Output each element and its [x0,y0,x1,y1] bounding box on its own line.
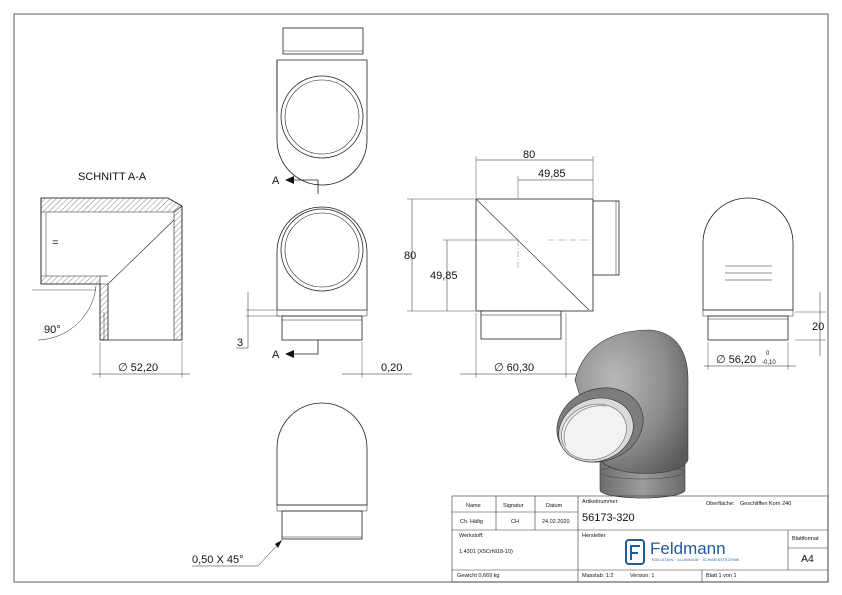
tb-header-name: Name [466,503,481,509]
dim-width-80: 80 [523,149,535,161]
tb-brand-name: Feldmann [650,539,726,558]
tb-value-werkstoff: 1.4301 (X5CrNi18-10) [459,549,513,555]
tb-brand-tagline: EDELSTAHL · ALUMINIUM · SCHWEISSTECHNIK [652,558,740,562]
section-outline [40,197,183,341]
section-wall-bottom [40,275,101,285]
isometric-render [556,329,689,499]
dim-dia-562: ∅ 56,20 [716,354,756,366]
dim-gap-020: 0,20 [381,362,402,374]
front-view: A A 3 0,20 [236,175,412,378]
dim-dia-603: ∅ 60,30 [494,362,534,374]
tb-value-artikel: 56173-320 [582,512,635,524]
side-view: 80 49,85 80 49,85 ∅ 60,30 [404,149,620,378]
cut-label-bottom: A [272,349,280,361]
tb-value-blattformat: A4 [801,553,814,565]
dim-width-4985: 49,85 [538,168,566,180]
title-block-grid [451,495,829,583]
feldmann-logo-icon [625,539,645,565]
tb-label-hersteller: Hersteller [582,533,606,539]
tb-value-oberflaeche: Geschliffen Korn 240 [740,501,792,507]
dim-height-80: 80 [404,250,416,262]
section-title: SCHNITT A-A [78,171,147,183]
section-wall-top [40,197,183,213]
tb-value-name: Ch. Häfig [460,519,483,525]
tb-value-signatur: CH [511,519,519,525]
section-wall-right [173,205,183,341]
bottom-view: 0,50 X 45° [192,402,368,567]
cut-label-top: A [272,175,280,187]
dim-chamfer: 0,50 X 45° [192,554,244,566]
dim-20: 20 [812,321,824,333]
tb-gewicht: Gewicht 0,669 kg [457,573,500,579]
tb-version: Version: 1 [630,573,655,579]
section-eq-sign: = [52,237,58,249]
tb-blatt: Blatt 1 von 1 [706,573,737,579]
top-view [276,27,368,186]
dim-3: 3 [237,337,243,349]
right-view: 20 ∅ 56,20 0 -0,10 [702,197,826,370]
dim-height-4985: 49,85 [430,270,458,282]
tb-label-artikel: Artikelnummer [582,499,618,505]
tb-label-werkstoff: Werkstoff: [459,533,484,539]
tb-label-blattformat: Blattformat [792,536,819,542]
tb-value-datum: 24.02.2020 [542,519,570,525]
section-view: SCHNITT A-A = 90° ∅ 52,20 [32,171,190,378]
tb-label-oberflaeche: Oberfläche: [706,501,735,507]
dim-tol-upper: 0 [766,351,770,357]
tb-massstab: Masstab: 1:2 [582,573,614,579]
dim-tol-lower: -0,10 [762,360,776,366]
dim-angle-90: 90° [44,324,61,336]
tb-header-signatur: Signatur [503,503,524,509]
dim-dia-52: ∅ 52,20 [118,362,158,374]
sheet-border [13,13,829,583]
tb-header-datum: Datum [546,503,563,509]
